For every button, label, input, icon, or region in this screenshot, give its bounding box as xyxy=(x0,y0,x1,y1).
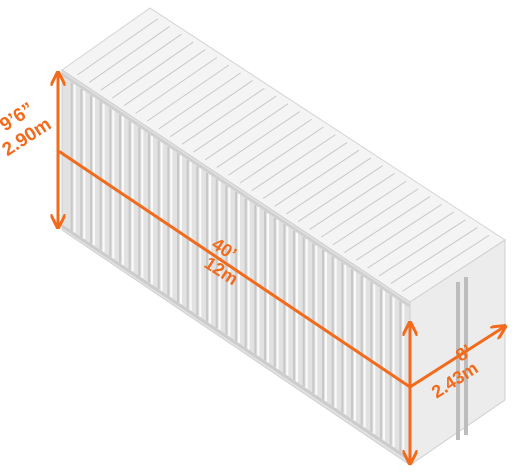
top-rib xyxy=(135,56,218,114)
top-rib xyxy=(146,64,230,122)
top-rib xyxy=(100,33,182,91)
top-rib xyxy=(402,234,490,292)
top-rib xyxy=(193,95,277,153)
top-rib xyxy=(228,118,312,176)
top-rib xyxy=(216,111,301,168)
top-rib xyxy=(123,49,206,107)
top-corrugation xyxy=(77,18,490,292)
top-rib xyxy=(332,188,419,246)
top-rib xyxy=(262,142,348,199)
top-rib xyxy=(158,72,241,130)
top-rib xyxy=(170,80,253,138)
side-corrugation xyxy=(70,82,405,454)
top-rib xyxy=(77,18,159,76)
top-rib xyxy=(355,203,443,261)
top-rib xyxy=(88,26,170,83)
side-bottom-rail xyxy=(61,224,411,462)
top-rib xyxy=(320,180,407,238)
top-rib xyxy=(251,134,336,192)
top-rib xyxy=(390,227,478,284)
side-top-rail xyxy=(61,72,411,308)
dimension-lines xyxy=(58,74,504,462)
top-rib xyxy=(286,157,372,215)
top-rib xyxy=(344,196,431,254)
top-rib xyxy=(309,172,395,230)
top-rib xyxy=(367,211,454,269)
top-rib xyxy=(297,165,383,223)
length-dimension-line xyxy=(58,150,412,389)
top-rib xyxy=(112,41,194,99)
top-rib xyxy=(239,126,324,184)
container-body xyxy=(61,7,506,466)
top-rib xyxy=(378,219,466,277)
top-rib xyxy=(181,87,265,145)
width-dimension-line xyxy=(408,327,504,389)
top-rib xyxy=(274,149,360,207)
top-rib xyxy=(204,103,289,161)
